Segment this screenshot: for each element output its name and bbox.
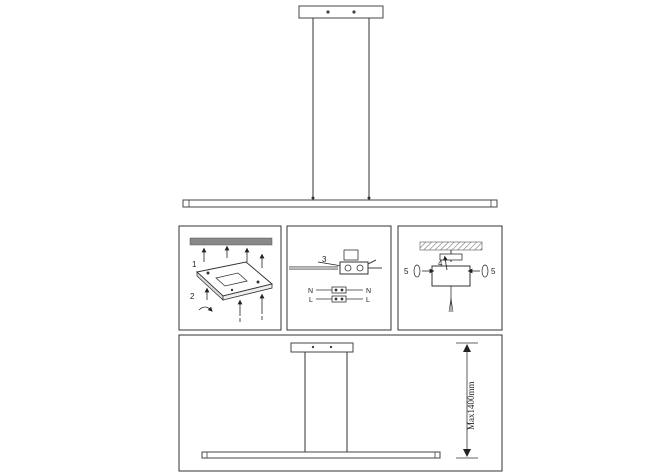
wire-l-left: L xyxy=(309,297,313,304)
dim-canopy xyxy=(290,342,354,353)
connector-n xyxy=(331,286,347,294)
light-bar xyxy=(182,199,498,208)
step-5-left-label: 5 xyxy=(404,267,409,276)
ceiling-canopy xyxy=(298,5,384,19)
ceiling-surface xyxy=(189,237,273,246)
step-2-label: 2 xyxy=(190,292,195,301)
panel-mounting-plate: 1 2 xyxy=(178,225,282,331)
step-1-label: 1 xyxy=(192,260,197,269)
ceiling-hatched xyxy=(419,241,483,251)
panel-wiring: 3 N N L L xyxy=(286,225,392,331)
pendant-light-overview xyxy=(182,5,498,208)
panel-dimensions: Max1400mm xyxy=(178,334,503,472)
step-4-label: 4 xyxy=(438,259,443,268)
dim-light-bar xyxy=(201,451,441,459)
max-drop-label: Max1400mm xyxy=(466,382,476,431)
canopy-cup xyxy=(431,265,471,287)
step-3-label: 3 xyxy=(322,255,327,264)
wire-n-left: N xyxy=(308,288,313,295)
terminal-block xyxy=(339,261,369,275)
step-5-right-label: 5 xyxy=(491,267,496,276)
panel-canopy-fixing: 4 5 5 xyxy=(397,225,503,331)
wire-n-right: N xyxy=(366,288,371,295)
wire-l-right: L xyxy=(366,297,370,304)
connector-l xyxy=(331,295,347,303)
